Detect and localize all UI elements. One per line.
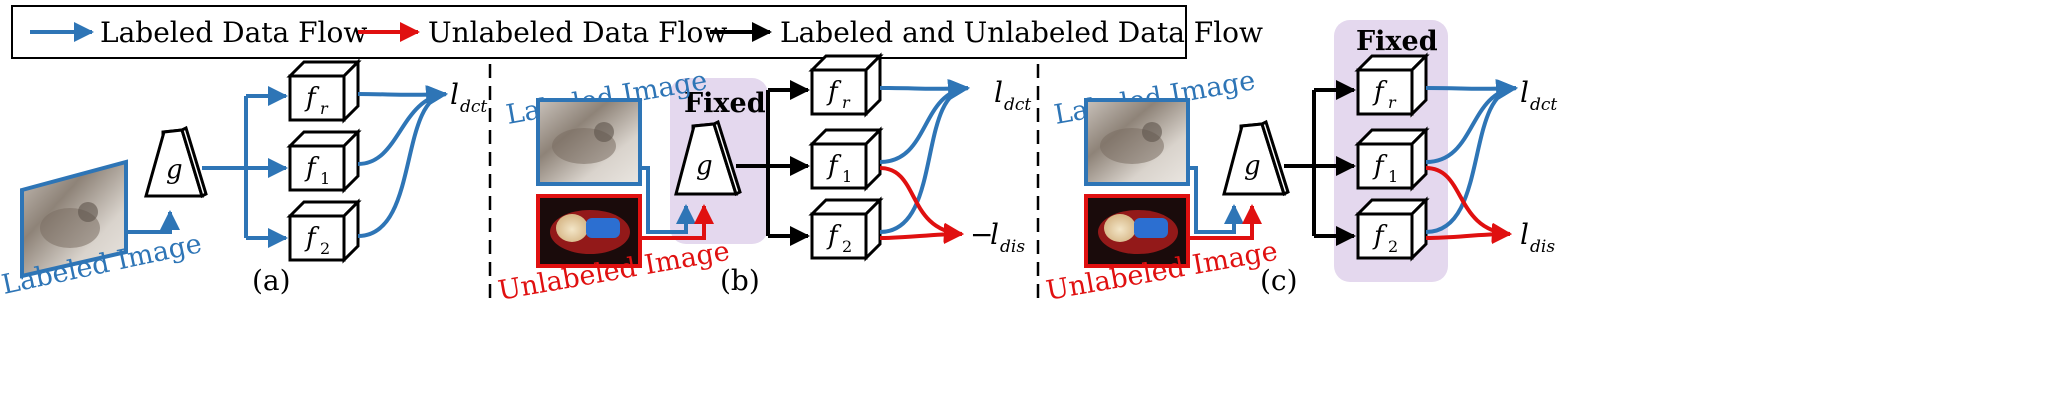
unlabeled-image-c xyxy=(1084,194,1190,268)
loss-dct-sub-a: dct xyxy=(460,97,487,117)
encoder-g-c: g xyxy=(1222,119,1290,197)
edge-f2-ldis-c xyxy=(1425,224,1512,245)
edge-f1-ldct-b xyxy=(879,79,970,164)
edge-labeled-to-g-c xyxy=(1188,166,1244,234)
edge-fr-ldct-a xyxy=(357,85,446,106)
loss-dis-l-c: l xyxy=(1520,218,1529,251)
edge-f2-ldct-c xyxy=(1425,79,1518,234)
legend-both-text: Labeled and Unlabeled Data Flow xyxy=(780,16,1263,49)
labeled-image-a xyxy=(20,159,128,279)
loss-dis-sub-b: dis xyxy=(1000,237,1025,257)
legend: Labeled Data Flow Unlabeled Data Flow La… xyxy=(11,5,1263,59)
f1-sub-a: 1 xyxy=(320,169,330,188)
classifier-fr-a: f r xyxy=(286,58,362,124)
loss-dis-sub-c: dis xyxy=(1530,237,1555,257)
panel-a: Labeled Image g f r f 1 xyxy=(0,58,487,301)
panel-c: Fixed Labeled Image Unlabeled Image g xyxy=(1044,20,1557,307)
labeled-image-b xyxy=(536,98,642,186)
edge-unlabeled-to-g-c xyxy=(1188,204,1262,240)
edge-f2-ldct-a xyxy=(357,85,448,238)
encoder-g-a: g xyxy=(144,125,208,199)
f1-sub-c: 1 xyxy=(1388,167,1398,186)
unlabeled-image-b xyxy=(536,194,642,268)
edge-fr-ldct-c xyxy=(1425,78,1516,99)
panel-b: Fixed Labeled Image Unlabeled Image g xyxy=(496,52,1031,307)
classifier-f2-c: f 2 xyxy=(1354,196,1430,262)
edge-f2-ldct-b xyxy=(879,79,970,234)
encoder-g-label-b: g xyxy=(696,151,713,181)
legend-box xyxy=(11,5,1187,59)
edge-labeled-to-g-b xyxy=(640,166,696,234)
f2-sub-c: 2 xyxy=(1388,237,1398,256)
loss-dct-sub-c: dct xyxy=(1530,95,1557,115)
fixed-label-b: Fixed xyxy=(684,88,766,119)
panel-label-c: (c) xyxy=(1260,264,1298,297)
loss-dct-sub-b: dct xyxy=(1004,95,1031,115)
panel-label-b: (b) xyxy=(720,264,760,297)
fixed-label-c: Fixed xyxy=(1356,26,1438,57)
loss-dct-l-c: l xyxy=(1520,76,1529,109)
classifier-f1-b: f 1 xyxy=(808,126,884,192)
classifier-fr-b: f r xyxy=(808,52,884,118)
encoder-g-label-c: g xyxy=(1244,151,1261,181)
edge-image-to-g-a xyxy=(126,210,180,234)
classifier-f1-c: f 1 xyxy=(1354,126,1430,192)
loss-dct-l-b: l xyxy=(994,76,1003,109)
edge-unlabeled-to-g-b xyxy=(640,204,714,240)
classifier-f2-b: f 2 xyxy=(808,196,884,262)
f2-sub-b: 2 xyxy=(842,237,852,256)
f1-sub-b: 1 xyxy=(842,167,852,186)
classifier-fr-c: f r xyxy=(1354,52,1430,118)
legend-labeled-text: Labeled Data Flow xyxy=(100,16,367,49)
legend-unlabeled-text: Unlabeled Data Flow xyxy=(428,16,727,49)
edge-f1-ldis-b xyxy=(879,166,964,243)
fr-sub-c: r xyxy=(1388,93,1397,112)
panel-label-a: (a) xyxy=(252,264,291,297)
encoder-g-label-a: g xyxy=(166,155,183,185)
loss-dis-neg-b: − xyxy=(970,218,993,251)
encoder-g-b: g xyxy=(674,119,742,197)
classifier-f2-a: f 2 xyxy=(286,198,362,264)
classifier-f1-a: f 1 xyxy=(286,128,362,194)
edge-f2-ldis-b xyxy=(879,224,964,245)
edge-f1-ldct-a xyxy=(357,85,448,166)
loss-dct-l-a: l xyxy=(450,78,459,111)
f2-sub-a: 2 xyxy=(320,239,330,258)
fr-sub-b: r xyxy=(842,93,851,112)
edge-fr-ldct-b xyxy=(879,79,968,99)
fr-sub-a: r xyxy=(320,99,329,118)
loss-dis-l-b: l xyxy=(990,218,999,251)
labeled-image-c xyxy=(1084,98,1190,186)
